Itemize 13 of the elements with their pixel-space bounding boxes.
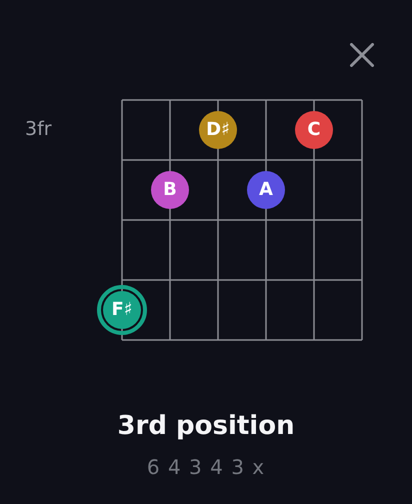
note-name: F♯ [111, 301, 132, 319]
note-dot [151, 171, 189, 209]
note-name: A [259, 181, 273, 199]
note-dot [199, 111, 237, 149]
fingering-text: 6 4 3 4 3 x [146, 455, 266, 479]
note-dot [295, 111, 333, 149]
note-dot [247, 171, 285, 209]
root-note-dot [97, 285, 147, 335]
note-name: D♯ [206, 121, 230, 139]
position-title: 3rd position [117, 411, 295, 441]
fret-number: 3fr [25, 118, 52, 140]
note-name: C [307, 121, 321, 139]
note-name: B [163, 181, 177, 199]
